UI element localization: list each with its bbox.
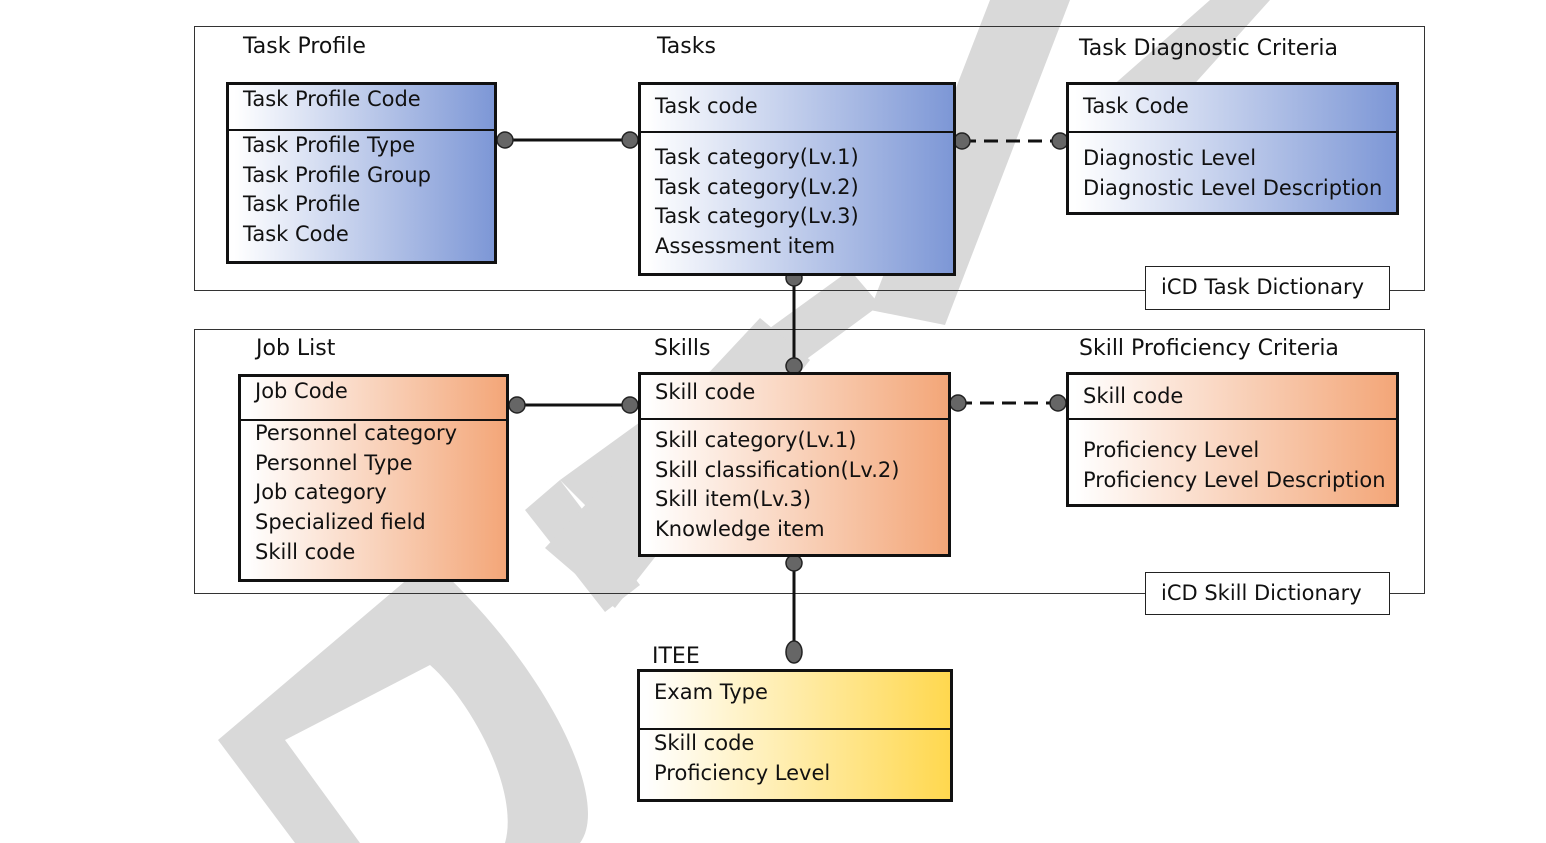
itee-title: ITEE [652,644,700,669]
task-profile-title: Task Profile [243,34,366,59]
itee-entity: Exam Type Skill code Proficiency Level [637,669,953,802]
skill-proficiency-criteria-attribute: Proficiency Level [1083,438,1260,462]
tasks-attribute: Task category(Lv.2) [655,174,859,199]
skill-dictionary-label: iCD Skill Dictionary [1145,572,1390,615]
skills-entity: Skill code Skill category(Lv.1) Skill cl… [638,372,951,557]
tasks-key: Task code [641,85,953,133]
itee-attribute: Skill code [654,731,755,755]
task-profile-key: Task Profile Code [229,85,494,131]
skill-proficiency-criteria-key: Skill code [1069,375,1396,420]
task-diagnostic-criteria-key: Task Code [1069,85,1396,133]
job-list-attribute: Specialized field [255,510,426,535]
skill-proficiency-criteria-attribute: Proficiency Level Description [1083,467,1386,492]
task-profile-attribute: Task Profile [243,192,361,217]
task-profile-attribute: Task Profile Group [243,162,431,187]
task-diagnostic-criteria-title: Task Diagnostic Criteria [1079,36,1338,61]
job-list-attribute: Job category [255,480,387,505]
tasks-attribute: Task category(Lv.1) [655,145,859,169]
task-diagnostic-criteria-attributes: Diagnostic Level Diagnostic Level Descri… [1069,144,1396,212]
skill-proficiency-criteria-entity: Skill code Proficiency Level Proficiency… [1066,372,1399,507]
tasks-title: Tasks [657,34,716,59]
skills-attribute: Knowledge item [655,517,825,542]
itee-attributes: Skill code Proficiency Level [640,729,950,799]
watermark-letter-d [218,560,588,843]
itee-attribute: Proficiency Level [654,760,831,785]
task-profile-entity: Task Profile Code Task Profile Type Task… [226,82,497,264]
task-dictionary-frame [194,26,1425,291]
skill-proficiency-criteria-attributes: Proficiency Level Proficiency Level Desc… [1069,436,1396,504]
task-diagnostic-criteria-attribute: Diagnostic Level Description [1083,175,1383,200]
task-diagnostic-criteria-attribute: Diagnostic Level [1083,146,1257,170]
task-profile-attribute: Task Profile Type [243,133,416,157]
tasks-attribute: Assessment item [655,234,836,259]
tasks-attribute: Task category(Lv.3) [655,204,859,229]
itee-key: Exam Type [640,672,950,730]
job-list-attribute: Personnel Type [255,450,413,475]
job-list-title: Job List [256,336,336,361]
skills-key: Skill code [641,375,948,420]
task-profile-attribute: Task Code [243,222,349,247]
job-list-entity: Job Code Personnel category Personnel Ty… [238,374,509,582]
job-list-key: Job Code [241,377,506,421]
skills-attribute: Skill category(Lv.1) [655,428,857,452]
skill-proficiency-criteria-title: Skill Proficiency Criteria [1079,336,1339,361]
task-diagnostic-criteria-entity: Task Code Diagnostic Level Diagnostic Le… [1066,82,1399,215]
tasks-entity: Task code Task category(Lv.1) Task categ… [638,82,956,276]
skills-attribute: Skill item(Lv.3) [655,487,812,512]
task-profile-attributes: Task Profile Type Task Profile Group Tas… [229,131,494,261]
skills-attributes: Skill category(Lv.1) Skill classificatio… [641,426,948,554]
skill-dictionary-frame [194,329,1425,594]
skills-title: Skills [654,336,711,361]
tasks-attributes: Task category(Lv.1) Task category(Lv.2) … [641,143,953,273]
task-dictionary-label: iCD Task Dictionary [1145,266,1390,310]
job-list-attribute: Skill code [255,539,356,564]
job-list-attribute: Personnel category [255,421,458,445]
job-list-attributes: Personnel category Personnel Type Job ca… [241,419,506,579]
skills-attribute: Skill classification(Lv.2) [655,457,900,482]
